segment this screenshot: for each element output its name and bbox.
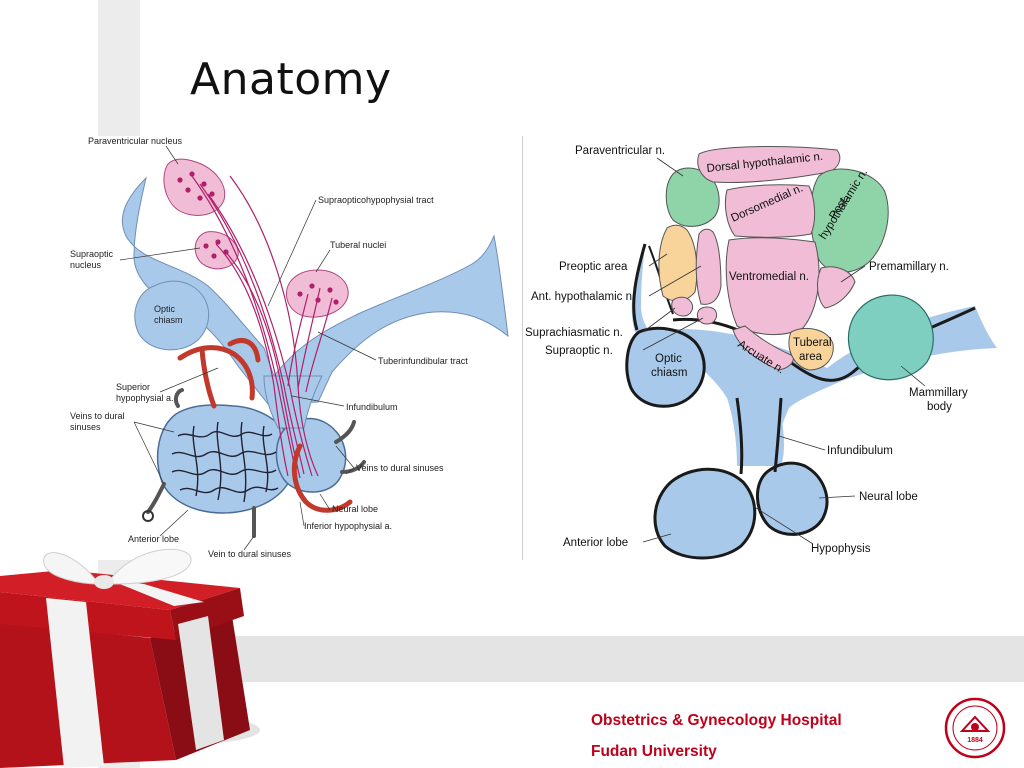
right-premamillary — [817, 266, 856, 309]
right-anterior-lobe — [653, 467, 757, 560]
right-suprachiasmatic — [671, 296, 694, 317]
right-label-ventromedial: Ventromedial n. — [729, 271, 809, 283]
left-diagram-svg: Paraventricular nucleus Supraopticohypop… — [70, 136, 509, 559]
right-label-neural-lobe: Neural lobe — [859, 491, 918, 503]
left-supraoptic-nucleus — [194, 231, 239, 270]
right-neural-lobe — [755, 461, 829, 536]
left-arteries — [177, 338, 353, 513]
right-label-supraoptic: Supraoptic n. — [545, 345, 613, 357]
right-tuberal-area — [788, 328, 834, 371]
right-arcuate — [732, 325, 794, 371]
left-label-veins-dural-sinuses: Veins to dural sinuses — [356, 463, 444, 473]
right-hypothalamic-nuclei-diagram: Paraventricular n. Dorsal hypothalamic n… — [522, 136, 999, 560]
footer-hospital-name: Obstetrics & Gynecology Hospital — [591, 712, 842, 729]
left-label-neural-lobe: Neural lobe — [332, 504, 378, 514]
hospital-logo-seal: 1884 — [944, 697, 1006, 759]
left-label-optic-chiasm-line1: Optic — [154, 304, 176, 314]
right-label-tuberal-line2: area — [799, 351, 823, 363]
right-label-paraventricular: Paraventricular n. — [575, 145, 665, 157]
left-label-vein-dural-sinuses: Vein to dural sinuses — [208, 549, 292, 559]
right-label-mammillary-line1: Mammillary — [909, 387, 968, 399]
left-label-tuberal-nuclei: Tuberal nuclei — [330, 240, 386, 250]
footer-university-name: Fudan University — [591, 743, 717, 760]
left-label-supraoptic-nucleus-line2: nucleus — [70, 260, 102, 270]
left-vein-coil — [142, 510, 154, 522]
left-label-supraoptic-nucleus-line1: Supraoptic — [70, 249, 114, 259]
left-label-paraventricular-nucleus: Paraventricular nucleus — [88, 136, 183, 146]
left-neuron-cell-bodies — [177, 171, 339, 305]
left-label-supraopticohypophysial-tract: Supraopticohypophysial tract — [318, 195, 434, 205]
right-supraoptic — [696, 306, 718, 325]
left-label-inferior-hypophysial: Inferior hypophysial a. — [304, 521, 392, 531]
right-label-preoptic-area: Preoptic area — [559, 261, 628, 273]
right-ant-hypothalamic — [695, 228, 722, 305]
right-label-suprachiasmatic: Suprachiasmatic n. — [525, 327, 623, 339]
left-anterior-lobe — [156, 404, 296, 514]
left-label-veins-dural-line2: sinuses — [70, 422, 101, 432]
right-label-mammillary-line2: body — [927, 401, 952, 413]
left-label-tuberinfundibular-tract: Tuberinfundibular tract — [378, 356, 468, 366]
right-leader-lines — [642, 157, 926, 545]
right-infundibulum — [737, 376, 799, 460]
right-label-optic-line1: Optic — [655, 353, 682, 365]
right-label-hypophysis: Hypophysis — [811, 543, 871, 555]
right-label-tuberal-line1: Tuberal — [793, 337, 832, 349]
left-leader-lines — [119, 145, 377, 551]
right-mammillary-body — [847, 294, 934, 381]
right-stalk-outline — [735, 397, 783, 475]
right-dorsomedial — [724, 184, 816, 238]
gift-box-decoration — [0, 548, 260, 768]
left-label-superior-hypophysial-line2: hypophysial a. — [116, 393, 174, 403]
right-label-anterior-lobe: Anterior lobe — [563, 537, 628, 549]
left-label-optic-chiasm-line2: chiasm — [154, 315, 183, 325]
right-label-premamillary: Premamillary n. — [869, 261, 949, 273]
right-label-optic-line2: chiasm — [651, 367, 687, 379]
right-paraventricular-nucleus — [665, 167, 720, 227]
right-label-infundibulum: Infundibulum — [827, 445, 893, 457]
slide-title: Anatomy — [190, 54, 392, 105]
left-portal-network — [171, 421, 279, 503]
right-preoptic-area — [658, 224, 698, 302]
left-tuberal-nuclei — [286, 269, 349, 318]
right-label-ant-hypothalamic: Ant. hypothalamic n. — [531, 291, 635, 303]
left-optic-chiasm — [134, 280, 210, 351]
right-ventromedial — [725, 237, 820, 336]
left-hypothalamus-diagram: Paraventricular nucleus Supraopticohypop… — [68, 136, 516, 560]
left-supraopticohypophysial-tract — [191, 175, 333, 479]
left-paraventricular-nucleus — [163, 158, 226, 216]
left-label-superior-hypophysial-line1: Superior — [116, 382, 150, 392]
logo-year: 1884 — [967, 737, 983, 744]
left-label-veins-dural-line1: Veins to dural — [70, 411, 125, 421]
left-label-anterior-lobe: Anterior lobe — [128, 534, 179, 544]
right-diagram-svg: Paraventricular n. Dorsal hypothalamic n… — [525, 145, 997, 560]
left-label-infundibulum: Infundibulum — [346, 402, 398, 412]
left-veins — [146, 388, 366, 538]
